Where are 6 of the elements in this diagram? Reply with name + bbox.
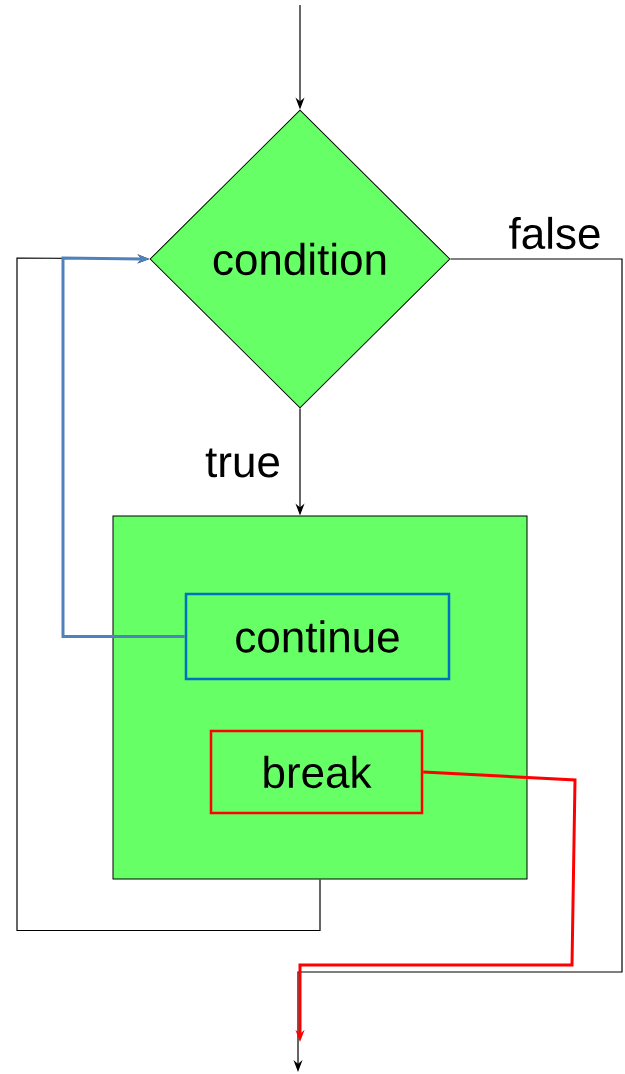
arrow bbox=[16, 254, 321, 932]
edge-label: false bbox=[507, 215, 603, 251]
process-box: continue bbox=[184, 592, 451, 681]
process-box: break bbox=[209, 729, 424, 815]
edge-label: true bbox=[204, 447, 282, 479]
arrow bbox=[61, 254, 185, 638]
